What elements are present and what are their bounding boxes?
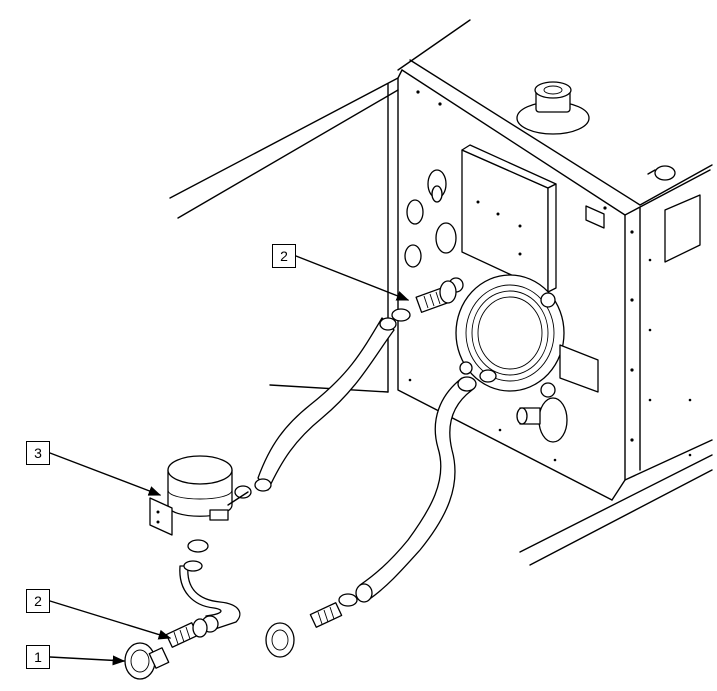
lower-right-connector <box>265 593 358 658</box>
lower-left-connector <box>165 618 208 648</box>
drain-fitting <box>516 397 568 443</box>
rocker-switch <box>585 205 605 229</box>
separator-canister <box>149 455 252 553</box>
lower-hose <box>355 369 497 603</box>
side-plate <box>664 194 701 263</box>
panel-cutouts <box>404 169 457 268</box>
callout-2-top: 2 <box>272 244 296 268</box>
callout-2-bottom: 2 <box>26 589 50 613</box>
upper-hose <box>254 317 397 492</box>
fill-cap <box>516 81 590 135</box>
pump-flange <box>448 274 599 398</box>
callout-leaders <box>49 255 410 666</box>
callout-1: 1 <box>26 645 50 669</box>
bulkhead-fitting <box>124 642 170 680</box>
top-right-fitting <box>647 165 676 181</box>
elbow-hose <box>179 560 241 633</box>
control-box <box>461 144 557 293</box>
top-hose-connector <box>391 280 457 322</box>
callout-3: 3 <box>26 441 50 465</box>
panel-rivets <box>408 90 692 462</box>
